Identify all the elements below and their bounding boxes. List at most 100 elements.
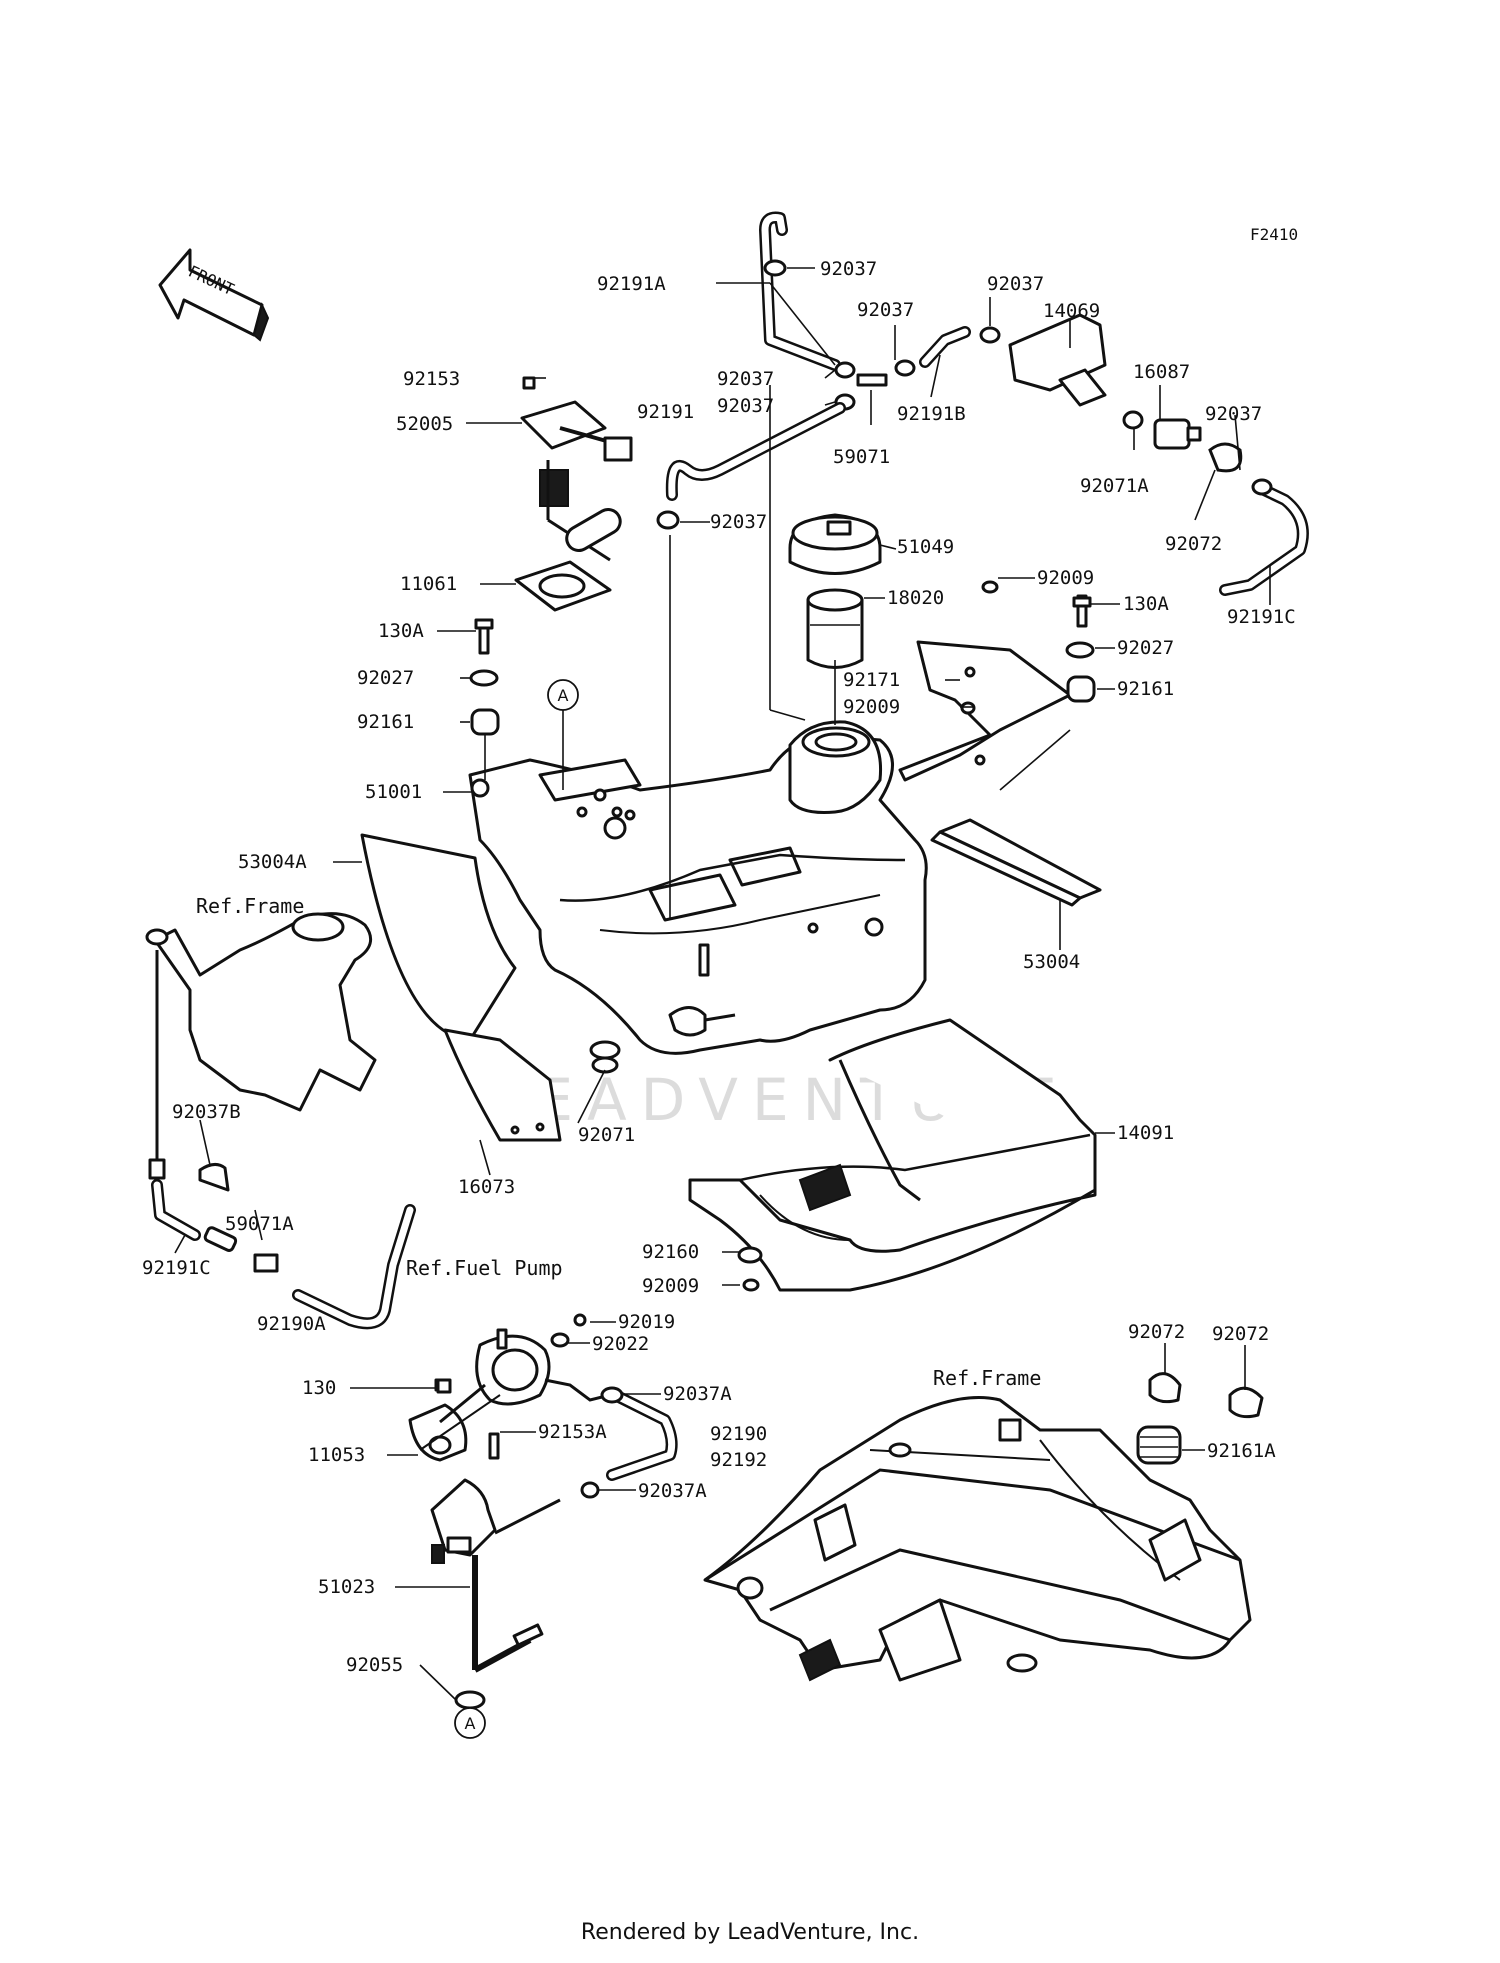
part-label-92161a: 92161A bbox=[1207, 1440, 1276, 1462]
part-label-51049: 51049 bbox=[897, 536, 954, 558]
part-label-92037a: 92037A bbox=[663, 1383, 732, 1405]
ref-fuel-pump-label: Ref.Fuel Pump bbox=[406, 1256, 563, 1280]
part-label-92071a: 92071A bbox=[1080, 475, 1149, 497]
part-label-18020: 18020 bbox=[887, 587, 944, 609]
part-label-130a: 130A bbox=[1123, 593, 1169, 615]
part-label-92072: 92072 bbox=[1212, 1323, 1269, 1345]
grommet-92071 bbox=[589, 1040, 621, 1074]
part-label-92037b: 92037B bbox=[172, 1101, 241, 1123]
hose-92190 bbox=[606, 1389, 678, 1481]
screw-92009-upper bbox=[960, 580, 999, 715]
fuel-pump-group bbox=[408, 1328, 611, 1710]
pad-53004a bbox=[360, 833, 517, 1042]
clamp-92037a-upper bbox=[600, 1386, 624, 1404]
skid-plate-14091 bbox=[688, 1018, 1097, 1292]
marker-a-top: A bbox=[547, 679, 579, 711]
part-labels: 92191A 92037 92037 92037 14069 92153 920… bbox=[142, 258, 1296, 1676]
tank-cap-51049 bbox=[788, 513, 882, 575]
part-label-92037: 92037 bbox=[987, 273, 1044, 295]
marker-a-bottom: A bbox=[454, 1707, 486, 1739]
clamp-92037-mid bbox=[894, 359, 916, 377]
bracket-92171 bbox=[898, 640, 1072, 782]
clamp-top bbox=[763, 259, 787, 277]
clamp-pair-left bbox=[834, 361, 856, 411]
part-label-92160: 92160 bbox=[642, 1241, 699, 1263]
hose-92191b bbox=[919, 326, 971, 368]
filter-16087 bbox=[1122, 410, 1202, 450]
fuel-tank-51001 bbox=[468, 720, 928, 1055]
part-label-92037: 92037 bbox=[1205, 403, 1262, 425]
washer-92022 bbox=[550, 1332, 570, 1348]
clamp-92072-lower-left bbox=[1148, 1372, 1182, 1404]
collar-92027-left bbox=[469, 669, 499, 687]
hose-92191 bbox=[665, 402, 846, 501]
part-label-14091: 14091 bbox=[1117, 1122, 1174, 1144]
part-label-92072: 92072 bbox=[1165, 533, 1222, 555]
part-label-14069: 14069 bbox=[1043, 300, 1100, 322]
clamp-92037a-lower bbox=[580, 1481, 600, 1499]
frame-left bbox=[145, 912, 377, 1112]
joint-59071 bbox=[856, 373, 888, 387]
part-label-92191a: 92191A bbox=[597, 273, 666, 295]
part-label-92009: 92009 bbox=[642, 1275, 699, 1297]
part-label-11053: 11053 bbox=[308, 1444, 365, 1466]
bolt-130a-right bbox=[1072, 594, 1092, 628]
part-label-92161: 92161 bbox=[1117, 678, 1174, 700]
joint-59071a bbox=[203, 1226, 279, 1273]
part-label-92027: 92027 bbox=[357, 667, 414, 689]
part-label-92037: 92037 bbox=[717, 368, 774, 390]
part-label-53004: 53004 bbox=[1023, 951, 1080, 973]
ref-frame-left-label: Ref.Frame bbox=[196, 894, 304, 918]
sender-assembly-52005 bbox=[520, 400, 633, 562]
part-label-92055: 92055 bbox=[346, 1654, 403, 1676]
damper-92161-left bbox=[470, 708, 500, 736]
hose-92191c-upper bbox=[1219, 482, 1309, 596]
part-label-92071: 92071 bbox=[578, 1124, 635, 1146]
part-label-92161: 92161 bbox=[357, 711, 414, 733]
frame-right bbox=[703, 1396, 1252, 1682]
part-label-16087: 16087 bbox=[1133, 361, 1190, 383]
part-label-51001: 51001 bbox=[365, 781, 422, 803]
part-label-92022: 92022 bbox=[592, 1333, 649, 1355]
part-label-92009: 92009 bbox=[1037, 567, 1094, 589]
clamp-92037-lower bbox=[656, 510, 680, 530]
washer-92019 bbox=[573, 1313, 587, 1327]
part-label-92037: 92037 bbox=[820, 258, 877, 280]
part-label-53004a: 53004A bbox=[238, 851, 307, 873]
part-label-92171: 92171 bbox=[843, 669, 900, 691]
front-arrow-icon: FRONT bbox=[158, 248, 270, 342]
part-label-16073: 16073 bbox=[458, 1176, 515, 1198]
ref-frame-right-label: Ref.Frame bbox=[933, 1366, 1041, 1390]
hose-92191c-lower bbox=[148, 950, 201, 1241]
collar-92027-right bbox=[1065, 641, 1095, 659]
part-label-92191: 92191 bbox=[637, 401, 694, 423]
pad-53004 bbox=[930, 818, 1102, 907]
clamp-92037-far-right bbox=[1251, 478, 1273, 496]
bolt-130a-left bbox=[474, 618, 494, 655]
part-label-51023: 51023 bbox=[318, 1576, 375, 1598]
bolt-92153 bbox=[522, 376, 536, 390]
part-label-92037: 92037 bbox=[717, 395, 774, 417]
washer-92160 bbox=[737, 1246, 763, 1264]
part-label-130: 130 bbox=[302, 1377, 336, 1399]
part-label-11061: 11061 bbox=[400, 573, 457, 595]
screw-92009-lower bbox=[742, 1278, 760, 1292]
bolt-130 bbox=[436, 1378, 452, 1394]
part-label-59071: 59071 bbox=[833, 446, 890, 468]
part-label-92027: 92027 bbox=[1117, 637, 1174, 659]
figure-code: F2410 bbox=[1250, 225, 1298, 244]
canister-14069 bbox=[1008, 313, 1107, 407]
part-label-130a: 130A bbox=[378, 620, 424, 642]
vent-hose-92191a bbox=[759, 211, 841, 371]
hose-92190a bbox=[292, 1204, 416, 1330]
part-label-92192: 92192 bbox=[710, 1449, 767, 1471]
part-label-92009: 92009 bbox=[843, 696, 900, 718]
part-label-92072: 92072 bbox=[1128, 1321, 1185, 1343]
footer-credit: Rendered by LeadVenture, Inc. bbox=[580, 1920, 920, 1945]
part-label-92037: 92037 bbox=[710, 511, 767, 533]
clamp-92037b bbox=[198, 1163, 230, 1192]
part-label-92190a: 92190A bbox=[257, 1313, 326, 1335]
part-label-92191c: 92191C bbox=[1227, 606, 1296, 628]
part-label-59071a: 59071A bbox=[225, 1213, 294, 1235]
part-label-92037: 92037 bbox=[857, 299, 914, 321]
